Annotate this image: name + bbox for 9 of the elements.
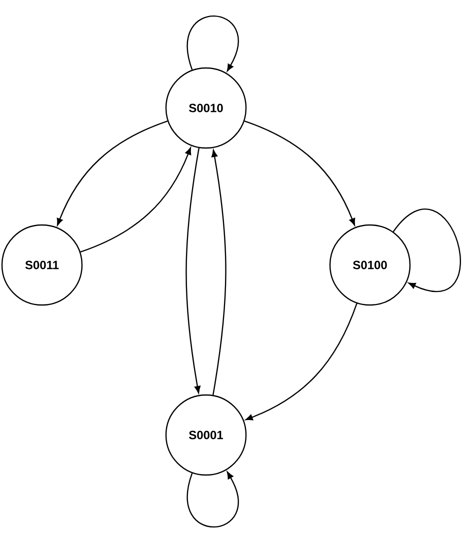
arrow: [246, 303, 358, 420]
self-loop-arrow: [392, 208, 461, 292]
self-loop-arrow: [187, 16, 239, 72]
arrow: [56, 120, 168, 226]
arrow: [186, 148, 200, 394]
self-loop-arrow: [187, 472, 239, 528]
arrow: [80, 147, 192, 252]
arrow: [244, 120, 356, 226]
arrow: [212, 150, 226, 396]
